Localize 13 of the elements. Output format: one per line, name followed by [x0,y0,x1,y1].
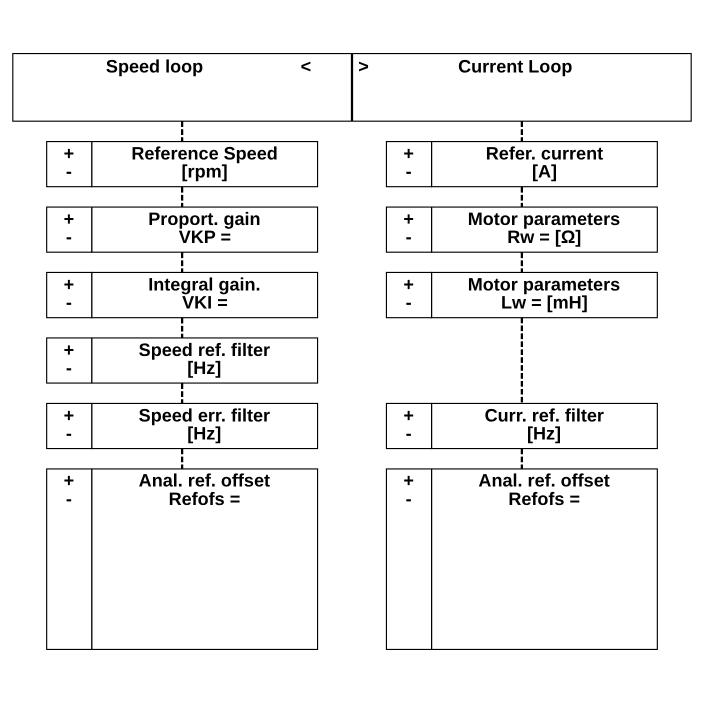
connector [520,186,523,206]
connector [181,382,184,403]
node-box: Speed loop < [12,52,352,122]
connector [181,317,184,338]
connector [520,317,523,403]
connector [181,252,184,272]
connector [520,448,523,468]
connector [181,186,184,206]
node-box: > Current Loop [352,52,692,122]
connector [181,120,184,141]
connector [520,252,523,272]
connector [181,448,184,468]
connector [520,120,523,141]
